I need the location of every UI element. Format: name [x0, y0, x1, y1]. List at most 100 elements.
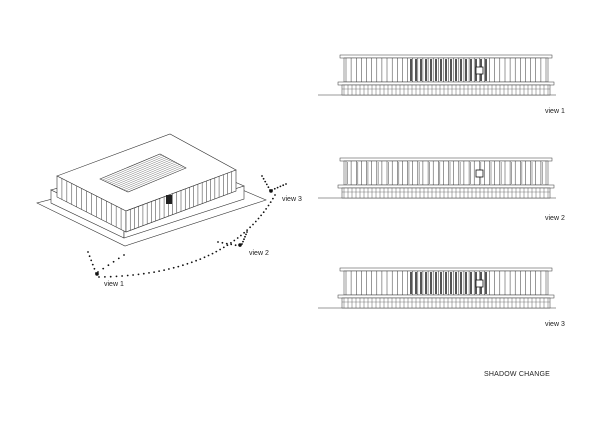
sight-dot [262, 177, 265, 180]
path-dot [168, 268, 170, 270]
skylight-line [120, 164, 180, 189]
fin-shadow [470, 162, 471, 184]
elevation-caption-3: view 3 [545, 321, 565, 328]
sight-dot [107, 264, 110, 267]
sight-dot [264, 180, 267, 183]
sight-dot [90, 259, 93, 262]
podium-band [337, 184, 555, 189]
sheet-title: SHADOW CHANGE [484, 371, 550, 378]
window-square [475, 66, 484, 75]
path-dot [222, 246, 225, 249]
path-dot [195, 259, 198, 262]
fin-shadow [500, 162, 502, 184]
path-dot [115, 275, 118, 278]
sight-dot [245, 233, 247, 236]
sight-dot [276, 186, 279, 189]
fin-shadow [465, 59, 467, 81]
upper-facade [343, 160, 549, 186]
sight-dot [93, 267, 96, 270]
roof-cap [339, 54, 553, 59]
side-facade-fins [129, 171, 233, 231]
fin-shadow [455, 59, 457, 81]
sight-dot [244, 235, 246, 238]
fin-shadow [460, 272, 462, 294]
path-dot [207, 254, 210, 257]
sight-dot [267, 186, 270, 189]
roof-cap [339, 157, 553, 162]
sight-dot [242, 240, 244, 243]
fin-shadow [398, 162, 400, 184]
skylight-line [109, 158, 169, 184]
fin-shadow [435, 272, 437, 294]
elevation-drawing-1 [318, 54, 556, 96]
fin-shadow [377, 162, 379, 184]
path-dot [121, 275, 123, 277]
skylight-line [125, 166, 184, 192]
skylight-line [113, 160, 174, 186]
skylight-line [111, 159, 171, 185]
sight-dot [123, 254, 125, 256]
path-dot [219, 248, 222, 251]
path-dot [186, 262, 189, 265]
path-dot [272, 197, 274, 200]
lower-colonnade [341, 187, 551, 199]
axonometric-building [36, 133, 267, 247]
skylight-line [116, 161, 176, 187]
fin-shadow [485, 272, 487, 294]
path-dot [265, 208, 267, 210]
path-dot [153, 271, 156, 273]
skylight-hatch [102, 154, 184, 192]
fin-shadow [440, 272, 442, 294]
fin-shadow [410, 59, 412, 81]
fin-shadow [450, 272, 452, 294]
fin-shadow [388, 162, 389, 184]
fin-shadow [425, 272, 427, 294]
fin-shadow [459, 162, 461, 184]
fin-shadow [455, 272, 457, 294]
fin-shadow [435, 59, 437, 81]
elevation-drawing-3 [318, 267, 556, 309]
path-dot [142, 272, 145, 275]
fin-shadow [415, 272, 417, 294]
fin-shadow [521, 162, 523, 184]
axon-label-view-3: view 3 [282, 196, 302, 203]
axon-label-view-1: view 1 [104, 281, 124, 288]
sight-dot [221, 241, 224, 244]
sight-dot [102, 267, 105, 270]
fin-shadow [490, 162, 492, 184]
axon-label-view-2: view 2 [249, 250, 269, 257]
fin-shadow [429, 162, 430, 184]
fin-shadow [430, 59, 432, 81]
fin-shadow [445, 272, 447, 294]
fin-shadow [408, 162, 410, 184]
sight-dot [285, 183, 287, 185]
path-dot [215, 250, 218, 253]
fin-shadow [347, 162, 348, 184]
fin-shadow [531, 162, 533, 184]
sight-dot [261, 175, 263, 177]
fin-shadow [470, 59, 472, 81]
skylight-line [123, 165, 182, 191]
sight-dot [265, 183, 268, 186]
path-dot [98, 276, 100, 278]
skylight-line [118, 163, 178, 188]
elevations [318, 54, 556, 309]
elevation-caption-2: view 2 [545, 215, 565, 222]
path-dot [182, 264, 184, 267]
path-dot [177, 265, 180, 268]
path-dot [274, 194, 276, 196]
path-dot [137, 273, 140, 276]
fin-shadow [430, 272, 432, 294]
fin-shadow [415, 59, 417, 81]
podium-band [337, 294, 555, 299]
fin-shadow [541, 162, 543, 184]
fin-shadow [449, 162, 451, 184]
path-dot [269, 201, 272, 204]
elevation-drawing-2 [318, 157, 556, 199]
sight-dot [234, 244, 237, 247]
path-dot [199, 258, 202, 260]
sight-dot [243, 238, 245, 241]
fin-shadow [465, 272, 467, 294]
camera-marker [95, 272, 99, 276]
